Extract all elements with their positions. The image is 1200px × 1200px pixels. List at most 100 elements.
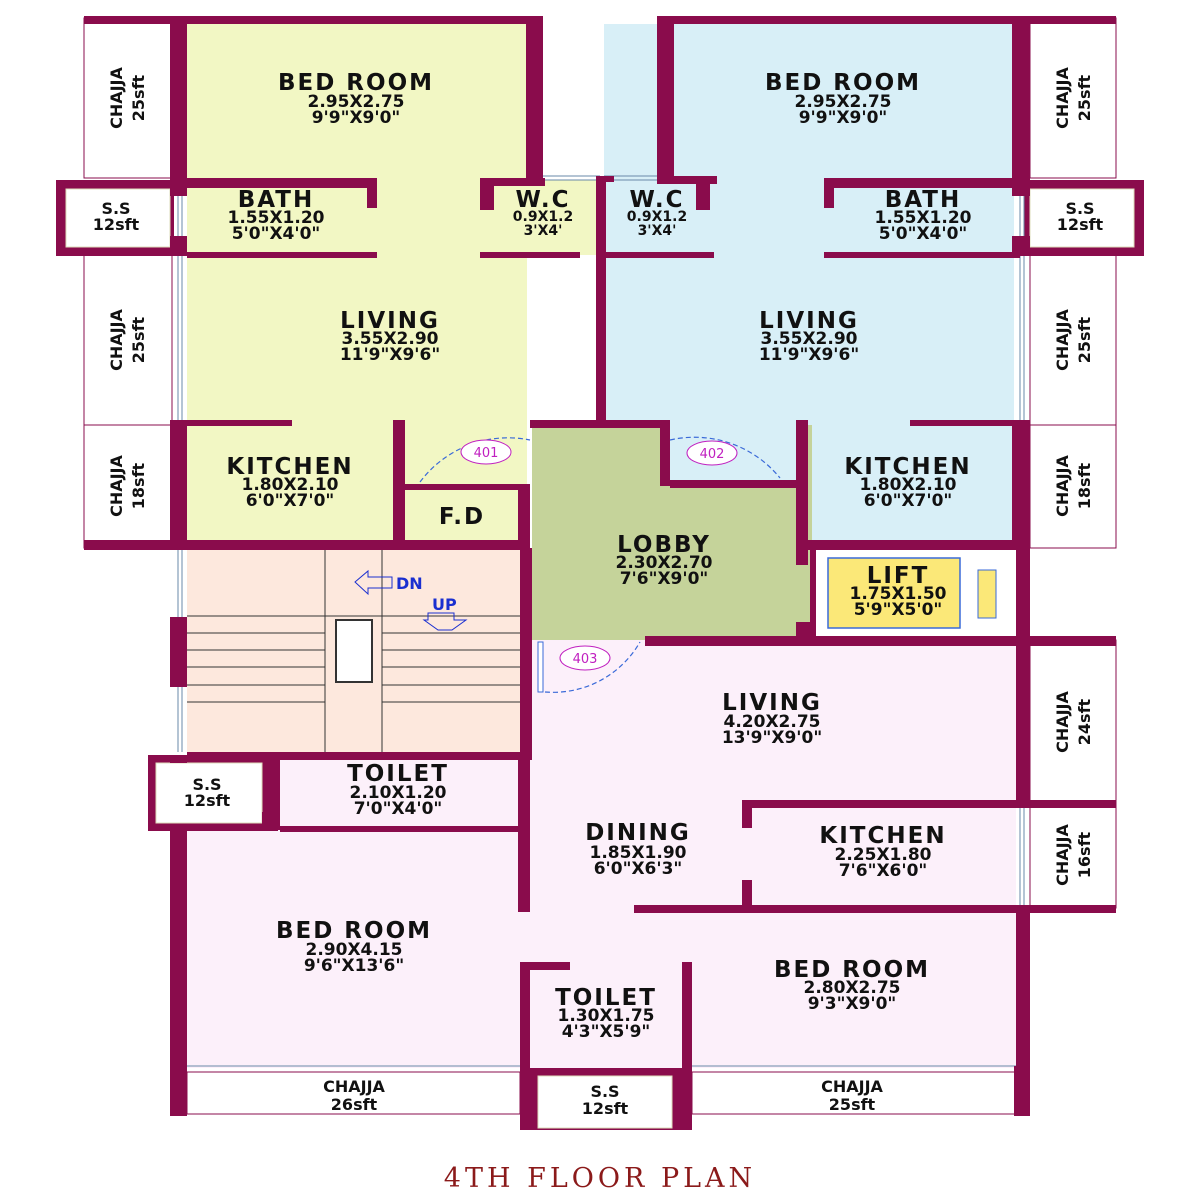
- r401-wc-name: W.C: [515, 187, 570, 213]
- chajja-left-1-area: 25sft: [129, 74, 148, 121]
- walls: [84, 16, 1116, 1127]
- r403-kitchen-imperial: 7'6"X6'0": [839, 861, 928, 881]
- lift-name: LIFT: [867, 563, 930, 589]
- lift-counterweight: [977, 569, 997, 619]
- r402-kitchen-imperial: 6'0"X7'0": [864, 491, 953, 511]
- chajja-left-3-box: [83, 424, 173, 549]
- lift-metric: 1.75X1.50: [850, 584, 947, 604]
- r403-living-metric: 4.20X2.75: [724, 712, 821, 732]
- r403-living-name: LIVING: [722, 690, 822, 716]
- chajja-left-1-box: [83, 17, 173, 179]
- ss-right-top-area: 12sft: [1057, 215, 1104, 234]
- r401-kitchen-metric: 1.80X2.10: [242, 475, 339, 495]
- up-arrow-icon: [422, 612, 468, 631]
- door-401-number: 401: [474, 446, 499, 461]
- r402-bath-imperial: 5'0"X4'0": [879, 224, 968, 244]
- r403-bed1-metric: 2.90X4.15: [306, 940, 403, 960]
- chajja-left-2-area: 25sft: [129, 316, 148, 363]
- lobby-imperial: 7'6"X9'0": [620, 569, 709, 589]
- flat-401-wc-floor: [480, 180, 600, 255]
- r403-bed2-metric: 2.80X2.75: [804, 978, 901, 998]
- chajja-bottom-1-name: CHAJJA: [323, 1077, 385, 1096]
- doors: 401 402 403: [419, 436, 781, 693]
- ss-right-top-name: S.S: [1065, 199, 1094, 218]
- door-402-number: 402: [700, 447, 725, 462]
- r402-bed-imperial: 9'9"X9'0": [799, 108, 888, 128]
- flat-403-floor: [530, 640, 1016, 1068]
- r401-kitchen-imperial: 6'0"X7'0": [246, 491, 335, 511]
- r403-dining-name: DINING: [585, 820, 691, 846]
- door-403-tag: [559, 645, 611, 671]
- sunshade-boxes: [56, 180, 1144, 1130]
- room-labels: BED ROOM 2.95X2.75 9'9"X9'0" BATH 1.55X1…: [226, 70, 971, 1042]
- chajja-left-3-area: 18sft: [129, 462, 148, 509]
- lobby-metric: 2.30X2.70: [616, 553, 713, 573]
- r402-bath-metric: 1.55X1.20: [875, 208, 972, 228]
- r402-living-name: LIVING: [759, 308, 859, 334]
- lift: [827, 557, 997, 629]
- chajja-bottom-1-area: 26sft: [331, 1095, 378, 1114]
- r401-bath-name: BATH: [238, 187, 314, 213]
- door-402-tag: [686, 440, 738, 466]
- r403-toilet1-name: TOILET: [347, 761, 449, 787]
- chajja-right-2-box: [1029, 254, 1117, 426]
- chajja-right-1-name: CHAJJA: [1053, 66, 1072, 128]
- ss-labels: S.S 12sft S.S 12sft S.S 12sft S.S 12sft: [93, 199, 1104, 1118]
- door-402-swing: [669, 436, 781, 479]
- chajja-right-4-name: CHAJJA: [1053, 690, 1072, 752]
- r403-toilet2-metric: 1.30X1.75: [558, 1006, 655, 1026]
- chajja-right-3-area: 18sft: [1075, 462, 1094, 509]
- ss-bottom-name: S.S: [590, 1082, 619, 1101]
- chajja-bottom-2-area: 25sft: [829, 1095, 876, 1114]
- r401-living-metric: 3.55X2.90: [342, 329, 439, 349]
- r401-living-imperial: 11'9"X9'6": [340, 345, 440, 365]
- door-401-tag: [460, 439, 512, 465]
- door-401-swing: [419, 437, 531, 483]
- chajja-left-2-name: CHAJJA: [107, 308, 126, 370]
- fd-label: F.D: [439, 504, 485, 530]
- r403-kitchen-name: KITCHEN: [819, 823, 946, 849]
- ss-left-mid-area: 12sft: [184, 791, 231, 810]
- chajja-right-5-box: [1029, 801, 1117, 909]
- door-403-number: 403: [573, 652, 598, 667]
- r402-living-metric: 3.55X2.90: [761, 329, 858, 349]
- plan-title: 4TH FLOOR PLAN: [444, 1163, 756, 1194]
- chajja-right-2-area: 25sft: [1075, 316, 1094, 363]
- r403-bed2-name: BED ROOM: [774, 957, 930, 983]
- door-403-swing: [544, 641, 641, 693]
- lobby-name: LOBBY: [617, 532, 711, 558]
- r402-kitchen-metric: 1.80X2.10: [860, 475, 957, 495]
- r402-living-imperial: 11'9"X9'6": [759, 345, 859, 365]
- r403-toilet1-imperial: 7'0"X4'0": [354, 799, 443, 819]
- chajja-right-4-area: 24sft: [1075, 698, 1094, 745]
- ss-left-top-name: S.S: [101, 199, 130, 218]
- stair-up-label: UP: [432, 595, 457, 614]
- r403-bed2-imperial: 9'3"X9'0": [808, 994, 897, 1014]
- chajja-right-5-area: 16sft: [1075, 831, 1094, 878]
- chajja-left-2-box: [83, 254, 173, 426]
- chajja-right-5-name: CHAJJA: [1053, 823, 1072, 885]
- r401-wc-metric: 0.9X1.2: [513, 209, 573, 225]
- r402-kitchen-name: KITCHEN: [844, 454, 971, 480]
- r401-wc-imperial: 3'X4': [524, 223, 563, 239]
- chajja-right-4-box: [1029, 639, 1117, 803]
- r401-bed-imperial: 9'9"X9'0": [312, 108, 401, 128]
- r403-bed1-imperial: 9'6"X13'6": [304, 956, 404, 976]
- r403-kitchen-metric: 2.25X1.80: [835, 845, 932, 865]
- r401-living-name: LIVING: [340, 308, 440, 334]
- r403-toilet1-metric: 2.10X1.20: [350, 783, 447, 803]
- stair-well: [335, 619, 373, 683]
- chajja-left-3-name: CHAJJA: [107, 454, 126, 516]
- lift-imperial: 5'9"X5'0": [854, 600, 943, 620]
- chajja-bottom-2-name: CHAJJA: [821, 1077, 883, 1096]
- r402-bath-name: BATH: [885, 187, 961, 213]
- r401-bath-imperial: 5'0"X4'0": [232, 224, 321, 244]
- r403-dining-imperial: 6'0"X6'3": [594, 859, 683, 879]
- r402-wc-metric: 0.9X1.2: [627, 209, 687, 225]
- chajja-right-1-box: [1029, 17, 1117, 179]
- ss-left-mid-name: S.S: [192, 775, 221, 794]
- r403-living-imperial: 13'9"X9'0": [722, 728, 822, 748]
- chajja-right-1-area: 25sft: [1075, 74, 1094, 121]
- ss-bottom-area: 12sft: [582, 1099, 629, 1118]
